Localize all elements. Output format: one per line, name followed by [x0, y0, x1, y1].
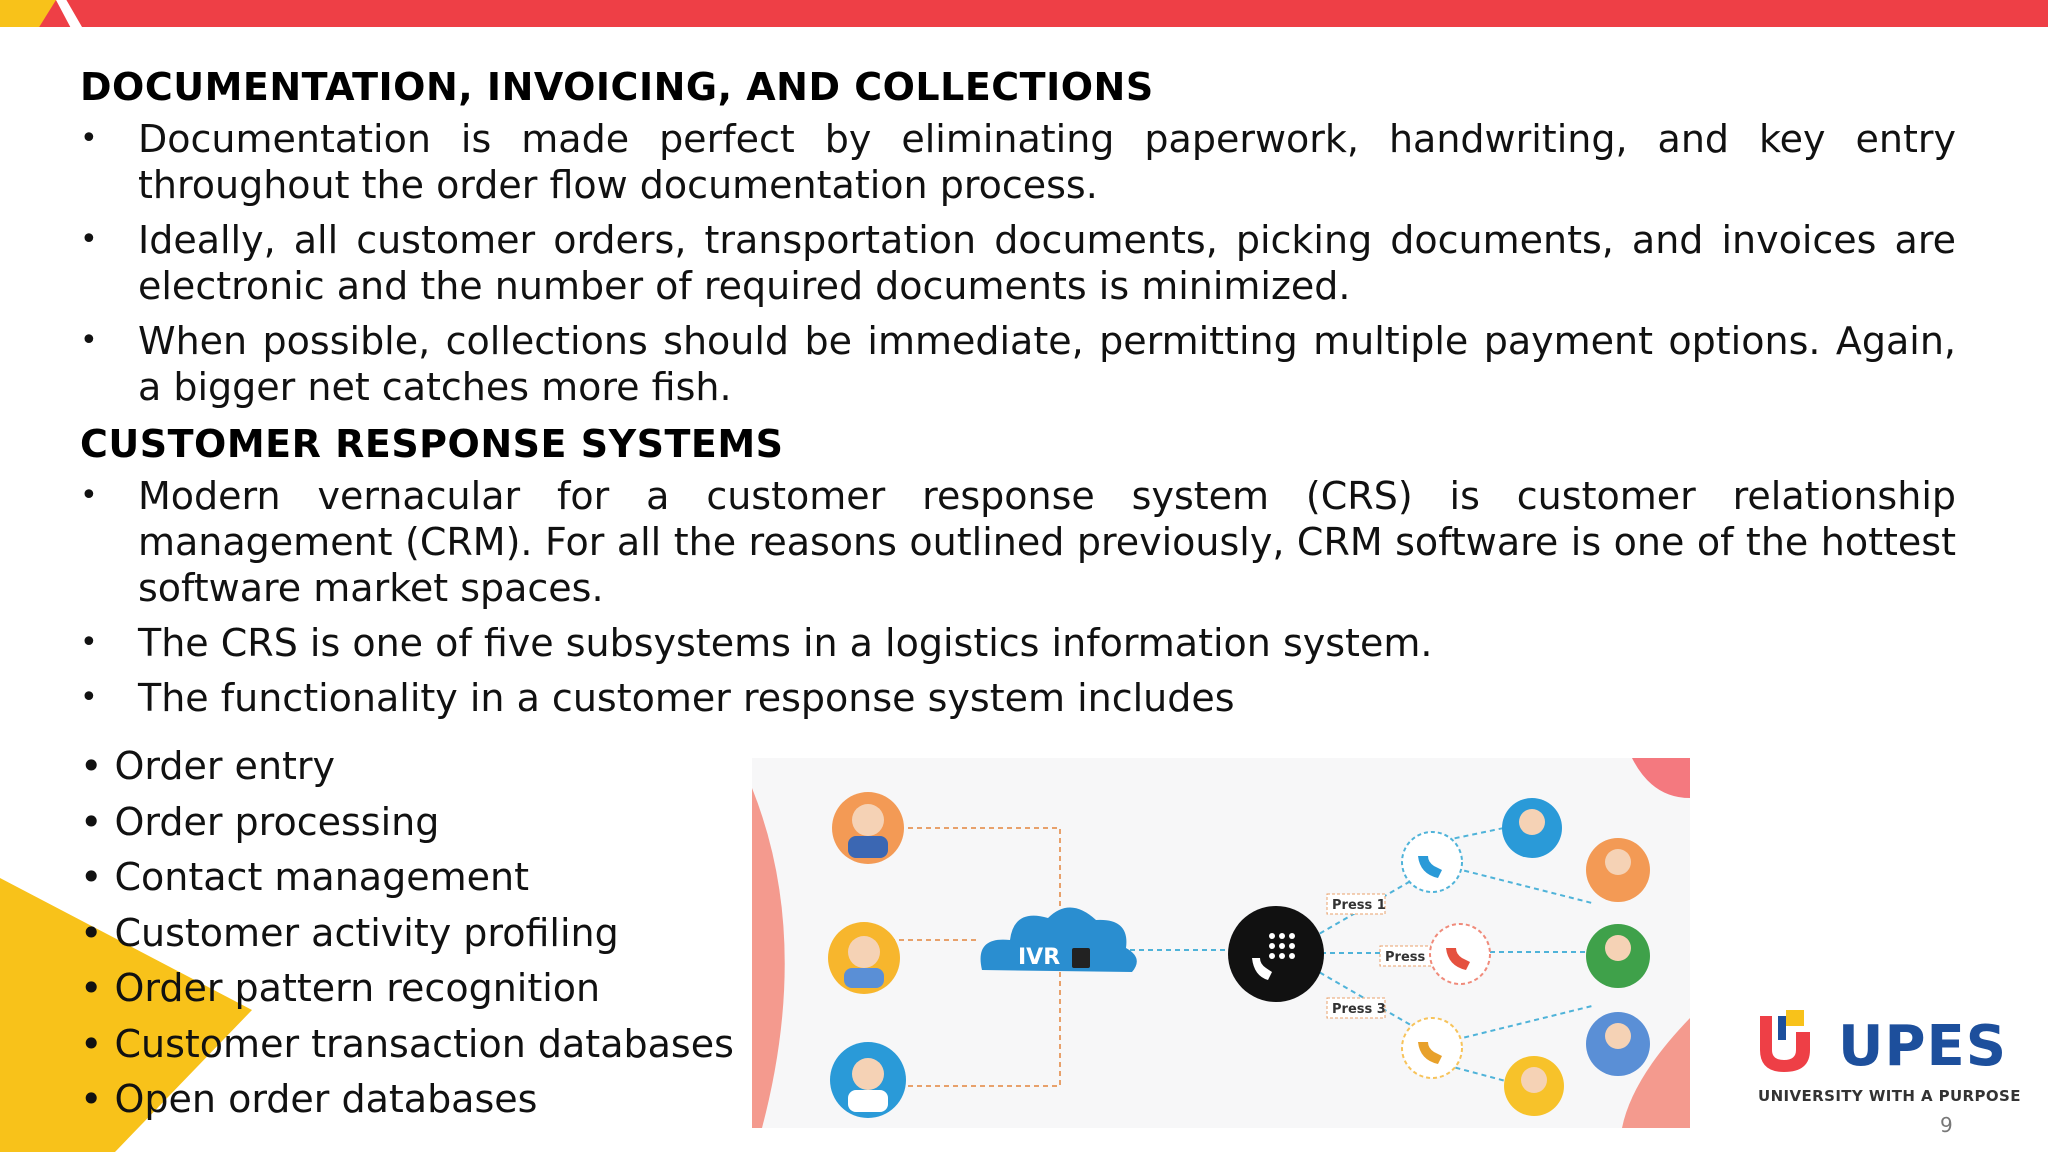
list-item: • Open order databases: [80, 1077, 538, 1121]
list-item: • Order processing: [80, 799, 440, 844]
caller-avatar: [832, 792, 904, 864]
bullet-item: •The functionality in a customer respons…: [80, 676, 1235, 720]
upes-logo: UPES UNIVERSITY WITH A PURPOSE: [1756, 1010, 2021, 1108]
phone-icon: [1072, 948, 1090, 968]
agent-avatar: [1586, 838, 1650, 902]
agent-avatar: [1586, 924, 1650, 988]
slide-content: DOCUMENTATION, INVOICING, AND COLLECTION…: [80, 60, 1956, 730]
keypad-phone-icon: [1228, 906, 1324, 1002]
agent-avatar: [1586, 1012, 1650, 1076]
logo-wordmark: UPES: [1838, 1014, 2008, 1079]
bullet-item: •Documentation is made perfect by elimin…: [80, 117, 1956, 207]
ivr-call-routing-illustration: IVR Press 1 Press 2 Press 3: [752, 758, 1690, 1128]
bullet-item: •The CRS is one of five subsystems in a …: [80, 621, 1433, 665]
section-heading-documentation: DOCUMENTATION, INVOICING, AND COLLECTION…: [80, 65, 1154, 109]
svg-text:Press 2: Press 2: [1385, 950, 1439, 965]
incoming-call-icon: [1401, 1017, 1463, 1079]
incoming-call-icon: [1429, 923, 1491, 985]
press-label: Press 3: [1326, 997, 1386, 1019]
bullet-item: •Modern vernacular for a customer respon…: [80, 474, 1956, 610]
top-accent-bar: [0, 0, 2048, 27]
svg-text:Press 3: Press 3: [1332, 1002, 1386, 1017]
list-item: • Customer activity profiling: [80, 910, 619, 955]
list-item: • Order pattern recognition: [80, 966, 601, 1010]
bullet-item: •When possible, collections should be im…: [80, 319, 1956, 409]
list-item: • Order entry: [80, 744, 336, 788]
ivr-label: IVR: [1018, 945, 1060, 970]
agent-avatar: [1502, 798, 1562, 858]
agent-avatar: [1504, 1056, 1564, 1116]
caller-avatar: [830, 1042, 906, 1118]
logo-tagline: UNIVERSITY WITH A PURPOSE: [1758, 1087, 2021, 1105]
upes-logo-mark: [1760, 1010, 1810, 1072]
section-heading-crs: CUSTOMER RESPONSE SYSTEMS: [80, 422, 784, 466]
bullet-item: •Ideally, all customer orders, transport…: [80, 218, 1956, 308]
svg-text:Press 1: Press 1: [1332, 898, 1386, 913]
cloud-icon: [980, 907, 1137, 972]
list-item: • Contact management: [80, 855, 529, 899]
page-number: 9: [1940, 1113, 1953, 1137]
list-item: • Customer transaction databases: [80, 1021, 734, 1066]
crs-function-list: • Order entry • Order processing • Conta…: [80, 739, 760, 1128]
press-label: Press 1: [1326, 893, 1386, 915]
incoming-call-icon: [1401, 831, 1463, 893]
caller-avatar: [828, 922, 900, 994]
